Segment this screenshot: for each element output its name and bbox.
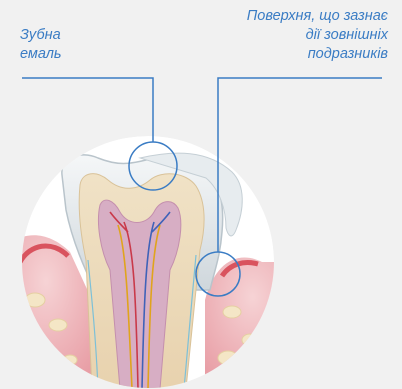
leader-line-enamel	[22, 78, 153, 142]
gum-tissue-right	[205, 258, 300, 389]
